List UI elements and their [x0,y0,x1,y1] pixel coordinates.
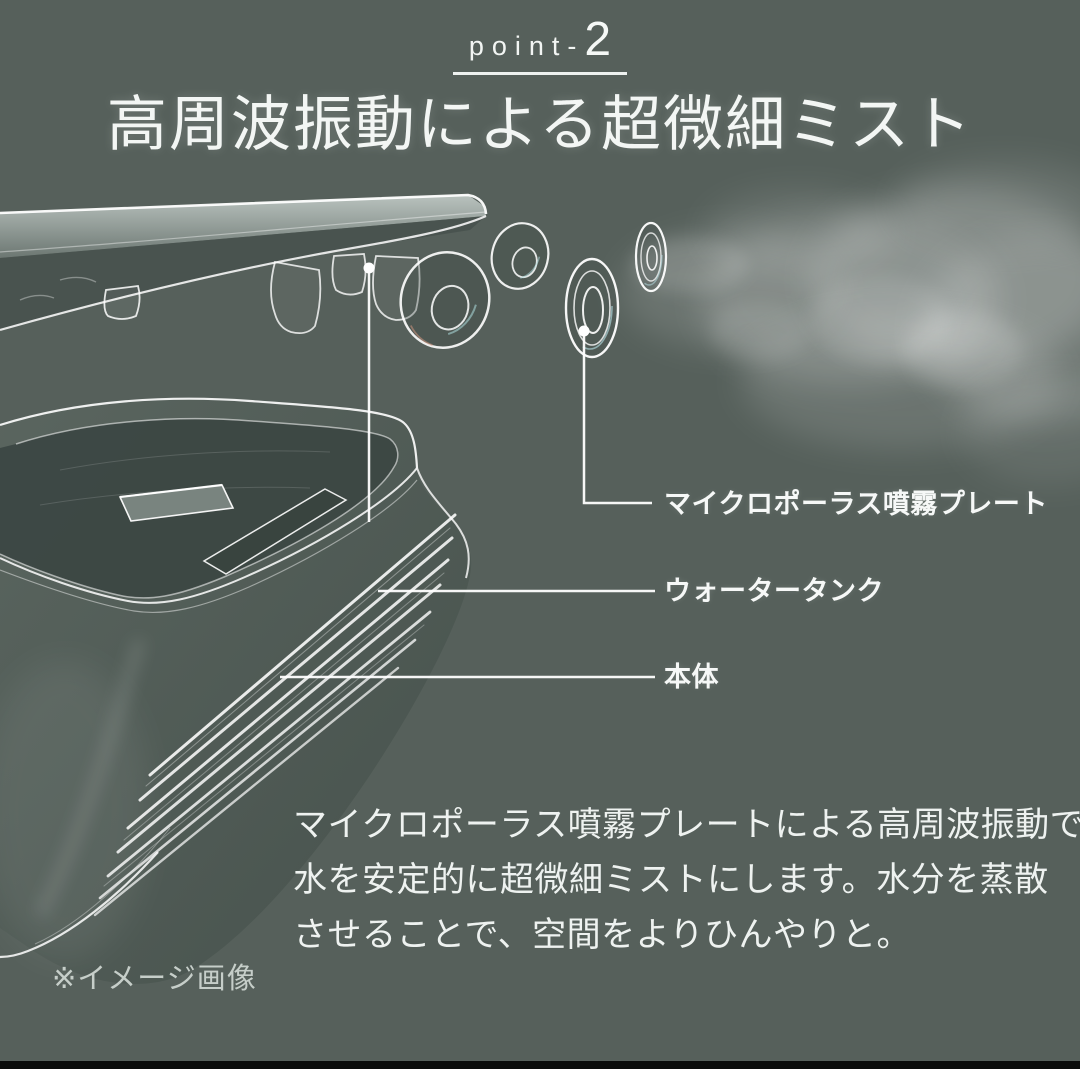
callout-label-body: 本体 [664,662,719,692]
mist-cloud [620,160,1080,485]
bottom-black-bar [0,1061,1080,1069]
water-tank-lid [0,193,488,335]
disc-spray-plate [564,257,620,359]
disc-ring-far [634,221,668,293]
disc-cylinder-large [399,251,491,349]
page-title: 高周波振動による超微細ミスト [106,92,974,158]
image-disclaimer-note: ※イメージ画像 [52,963,257,995]
main-body [0,397,472,984]
tank-floor-slot [202,488,348,575]
description-line-1: マイクロポーラス噴霧プレートによる高周波振動で [293,806,1080,844]
point-underline: point-2 [452,13,628,75]
callout-label-water-tank: ウォータータンク [664,576,884,606]
leader-line-water-tank [363,262,655,593]
description-text: マイクロポーラス噴霧プレートによる高周波振動で 水を安定的に超微細ミストにします… [293,798,1080,963]
louver-vents [93,513,457,917]
disc-cylinder-small [490,222,550,290]
description-line-3: させることで、空間をよりひんやりと。 [293,916,911,954]
leader-line-spray-plate [578,325,652,505]
leader-lines [280,262,655,679]
point-label: point- [468,31,585,61]
point-number: 2 [584,13,612,66]
callout-label-spray-plate: マイクロポーラス噴霧プレート [664,489,1048,519]
tank-floor-pad [118,483,235,522]
description-line-2: 水を安定的に超微細ミストにします。水分を蒸散 [293,861,1049,899]
point-badge: point-2 [0,16,1080,75]
